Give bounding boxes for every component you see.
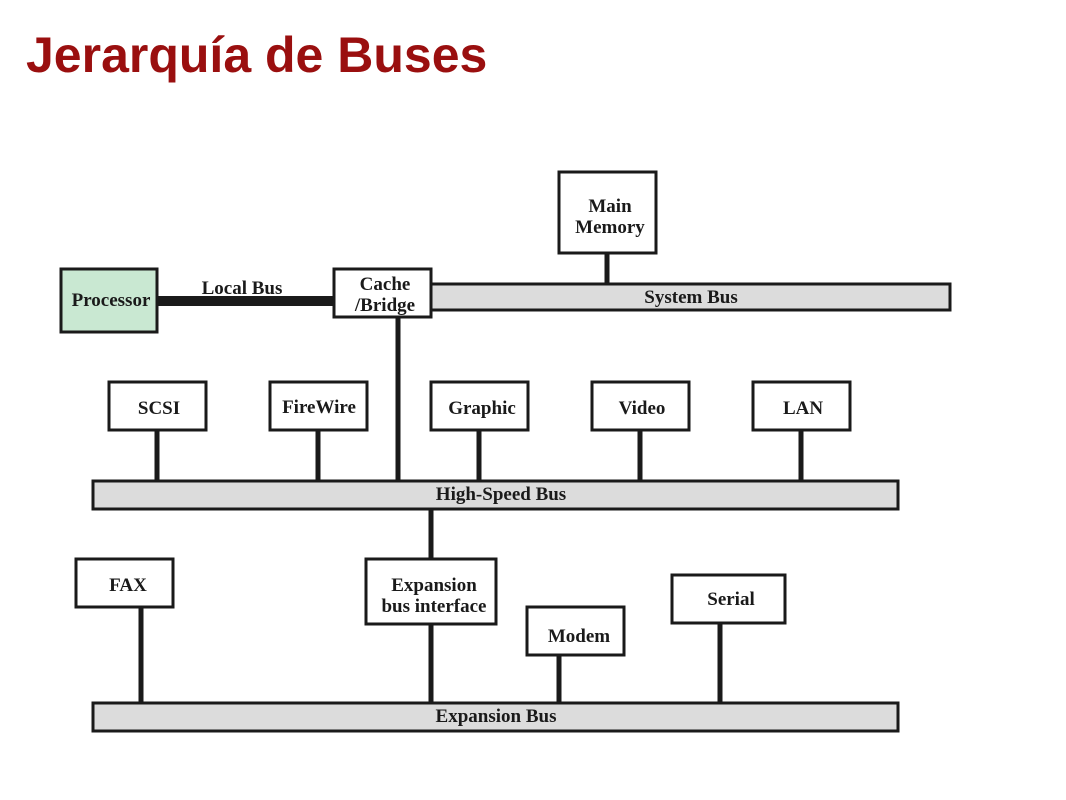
local-bus-line: [158, 296, 334, 306]
processor-box: [59, 267, 159, 334]
main-memory-label-line2: Memory: [575, 217, 645, 238]
cache-label: Cache: [360, 274, 411, 295]
modem-box: [525, 605, 626, 657]
scsi-label: SCSI: [138, 398, 180, 419]
video-label: Video: [619, 398, 666, 419]
lan-box: [751, 380, 852, 432]
fax-box: [74, 557, 175, 609]
modem-label: Modem: [548, 626, 610, 647]
firewire-box: [268, 380, 369, 432]
expansion-bus-label: Expansion Bus: [436, 706, 557, 727]
processor-label: Processor: [72, 290, 151, 311]
cache-bridge-box: [332, 267, 433, 319]
system-bus: [428, 282, 952, 312]
high-speed-bus-label: High-Speed Bus: [436, 484, 566, 505]
expansion-interface-box: [364, 557, 498, 626]
main-memory-box: [557, 170, 658, 255]
expansion-interface-label-line2: bus interface: [381, 596, 486, 617]
graphic-box: [429, 380, 530, 432]
system-bus-label: System Bus: [644, 287, 737, 308]
main-memory-label-line1: Main: [588, 196, 632, 217]
serial-box: [670, 573, 787, 625]
video-box: [590, 380, 691, 432]
local-bus-label: Local Bus: [202, 278, 283, 299]
expansion-bus: [91, 701, 900, 733]
bridge-label: /Bridge: [354, 295, 415, 316]
firewire-label: FireWire: [282, 397, 356, 418]
high-speed-bus: [91, 479, 900, 511]
serial-label: Serial: [707, 589, 755, 610]
scsi-box: [107, 380, 208, 432]
page-title: Jerarquía de Buses: [26, 27, 488, 83]
fax-label: FAX: [109, 575, 147, 596]
lan-label: LAN: [783, 398, 823, 419]
graphic-label: Graphic: [448, 398, 516, 419]
expansion-interface-label-line1: Expansion: [391, 575, 477, 596]
